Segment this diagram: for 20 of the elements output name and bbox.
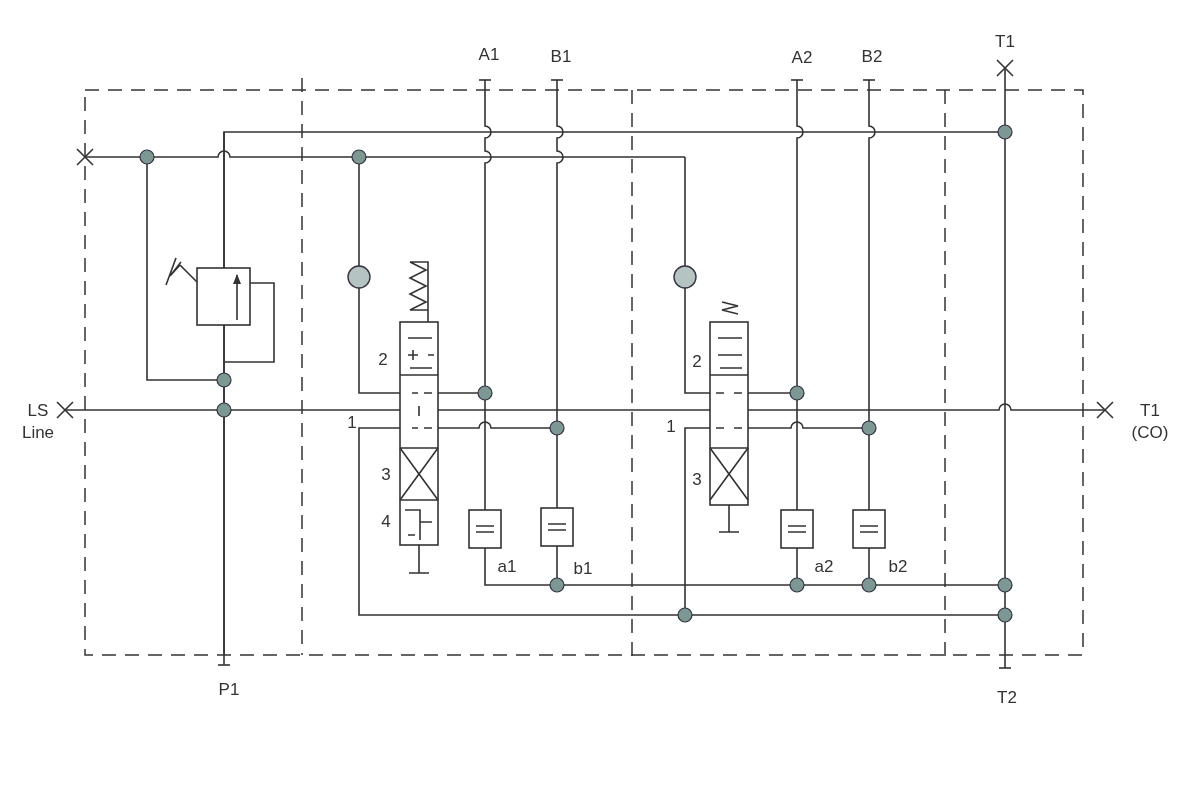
port-label: B1	[550, 46, 572, 68]
callout-number: 3	[692, 469, 702, 491]
port-label: B2	[861, 46, 883, 68]
port-label: LS Line	[20, 400, 56, 444]
port-label: b2	[888, 556, 908, 578]
port-label: a1	[497, 556, 517, 578]
port-label: T1	[995, 31, 1015, 53]
callout-number: 1	[347, 412, 357, 434]
callout-number: 4	[381, 511, 391, 533]
callout-number: 1	[666, 416, 676, 438]
port-label: a2	[814, 556, 834, 578]
port-label: T1 (CO)	[1130, 400, 1170, 444]
port-label: b1	[573, 558, 593, 580]
callout-number: 2	[692, 351, 702, 373]
callout-number: 3	[381, 464, 391, 486]
port-label: P1	[218, 679, 240, 701]
callout-number: 2	[378, 349, 388, 371]
port-label: A1	[478, 44, 500, 66]
port-label: T2	[997, 687, 1017, 709]
port-label: A2	[791, 47, 813, 69]
